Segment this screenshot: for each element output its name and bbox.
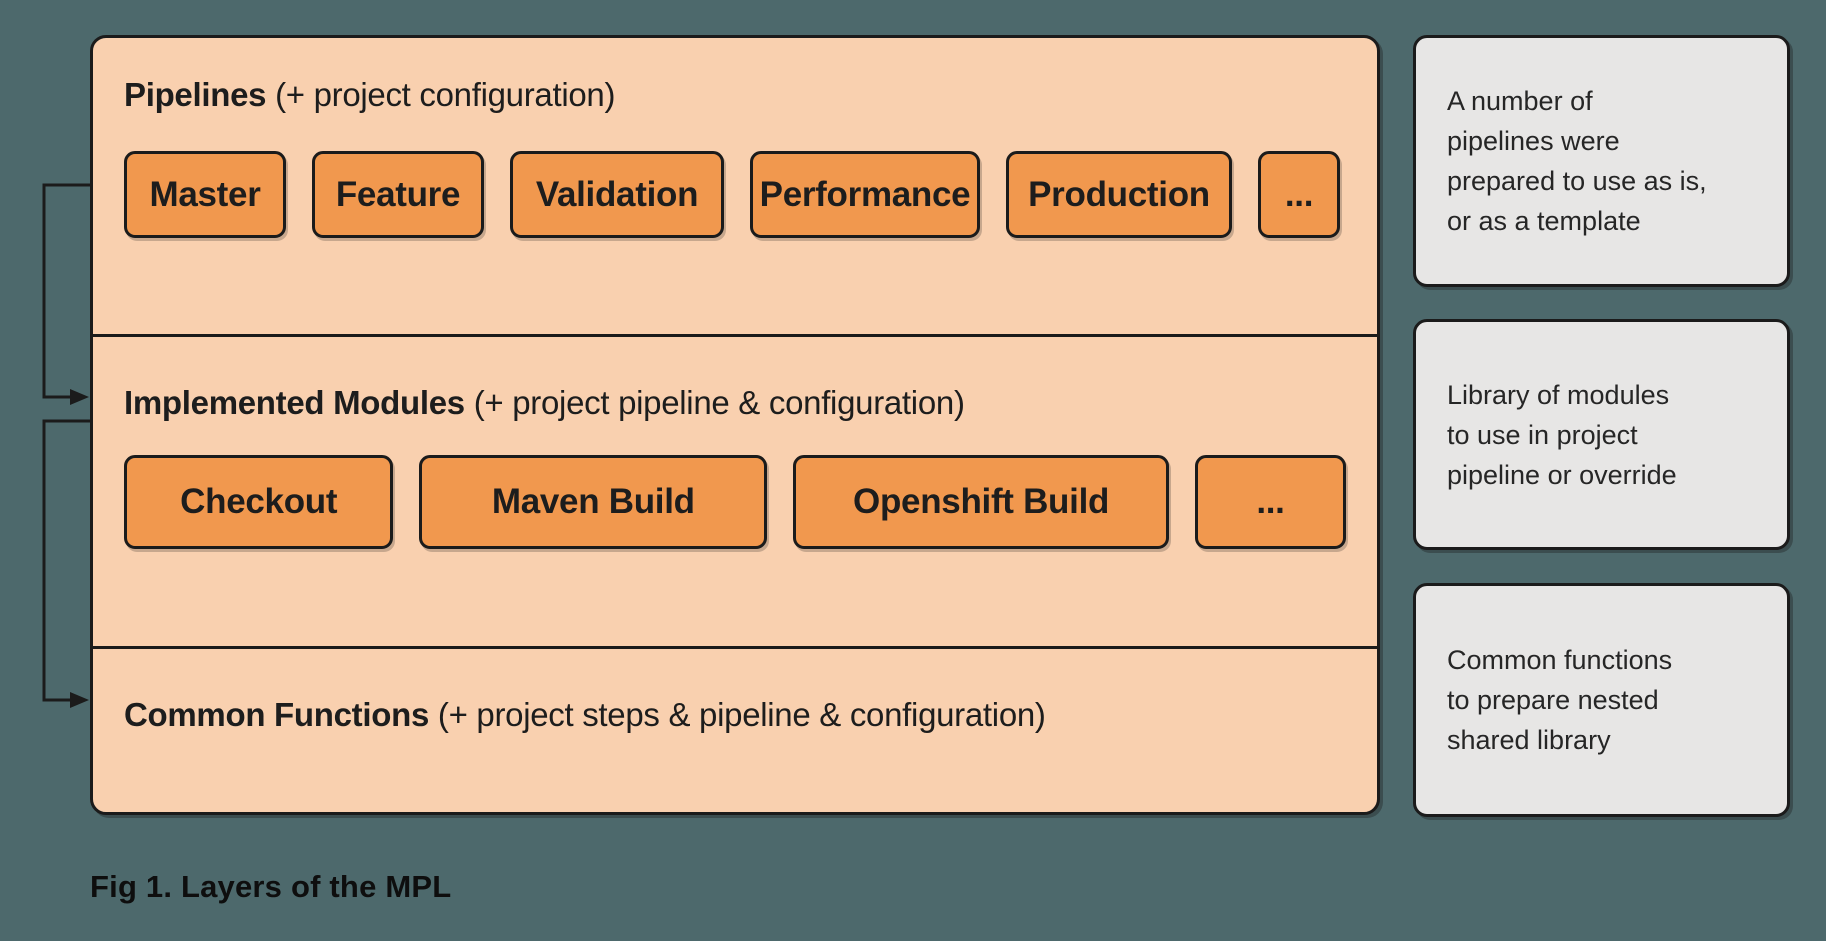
layer-modules-title-rest: (+ project pipeline & configuration) [464, 384, 965, 421]
figure-caption: Fig 1. Layers of the MPL [90, 869, 452, 904]
arrow-modules-to-common-functions [42, 419, 91, 708]
layer-pipelines: Pipelines (+ project configuration) Mast… [93, 75, 1377, 337]
note-modules: Library of modules to use in project pip… [1413, 319, 1790, 550]
layer-modules-title-bold: Implemented Modules [124, 384, 465, 421]
module-more-ellipsis: ... [1194, 455, 1346, 549]
layer-implemented-modules: Implemented Modules (+ project pipeline … [93, 383, 1377, 649]
pipeline-feature: Feature [312, 151, 484, 238]
layer-common-title-bold: Common Functions [124, 696, 430, 733]
layer-common-functions: Common Functions (+ project steps & pipe… [93, 695, 1377, 941]
layer-pipelines-title-bold: Pipelines [124, 76, 267, 113]
note-pipelines: A number of pipelines were prepared to u… [1413, 35, 1790, 287]
pipeline-production: Production [1006, 151, 1232, 238]
layer-common-title: Common Functions (+ project steps & pipe… [124, 695, 1346, 735]
modules-button-row: Checkout Maven Build Openshift Build ... [124, 455, 1346, 549]
layer-pipelines-title: Pipelines (+ project configuration) [124, 75, 1346, 115]
pipeline-validation: Validation [510, 151, 724, 238]
arrow-pipelines-to-modules [42, 183, 91, 405]
mpl-layers-panel: Pipelines (+ project configuration) Mast… [90, 35, 1380, 815]
layer-modules-title: Implemented Modules (+ project pipeline … [124, 383, 1346, 423]
pipeline-more-ellipsis: ... [1258, 151, 1340, 238]
module-openshift-build: Openshift Build [793, 455, 1169, 549]
layer-pipelines-title-rest: (+ project configuration) [266, 76, 616, 113]
module-checkout: Checkout [124, 455, 394, 549]
pipeline-master: Master [124, 151, 286, 238]
pipelines-button-row: Master Feature Validation Performance Pr… [124, 151, 1346, 238]
note-common-functions: Common functions to prepare nested share… [1413, 583, 1790, 817]
module-maven-build: Maven Build [419, 455, 768, 549]
layer-common-title-rest: (+ project steps & pipeline & configurat… [429, 696, 1046, 733]
pipeline-performance: Performance [750, 151, 980, 238]
